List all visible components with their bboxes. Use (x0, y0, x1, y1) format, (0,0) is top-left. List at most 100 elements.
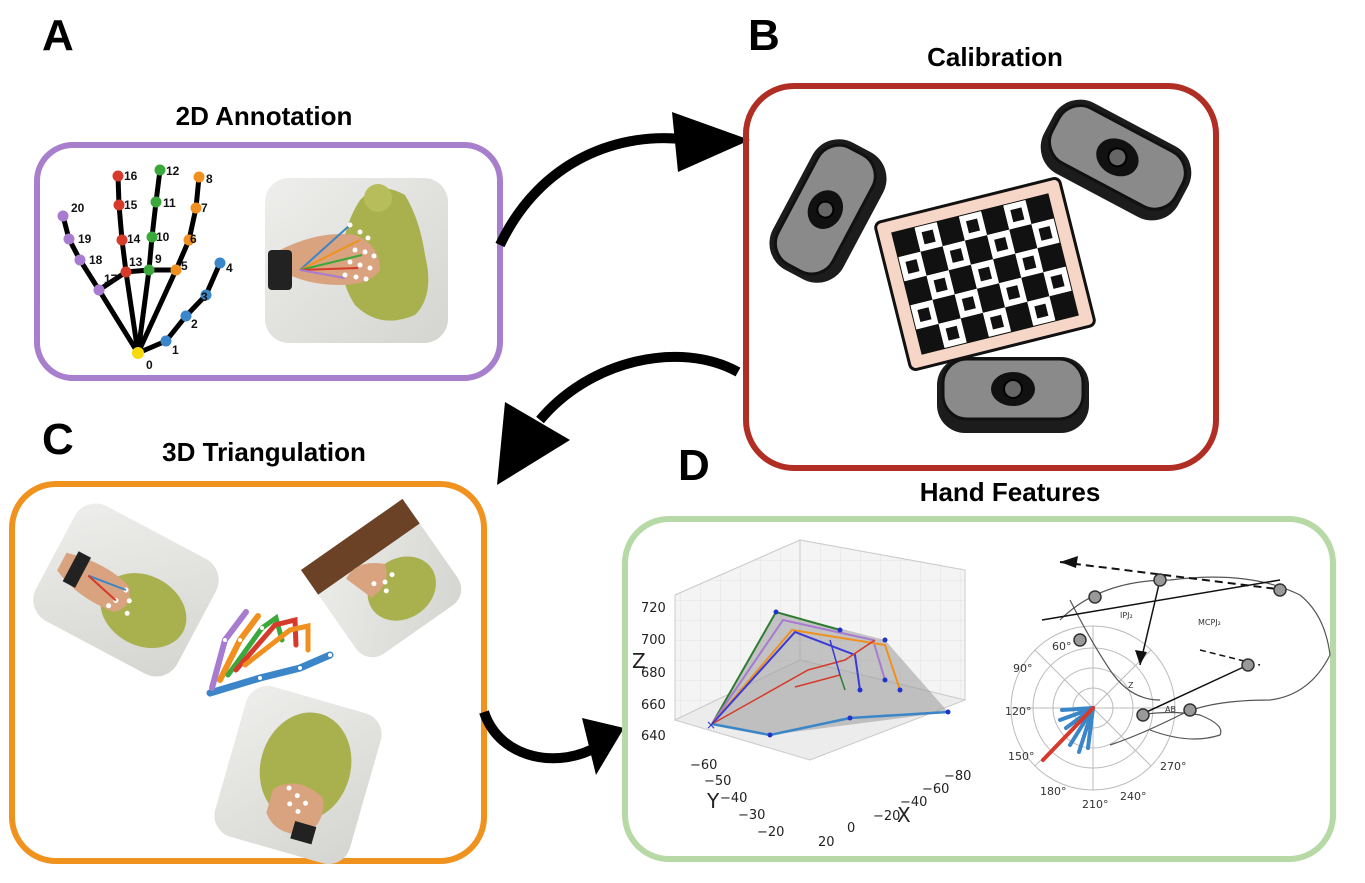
keypoint-label-1: 1 (172, 343, 179, 357)
panel-c-letter: C (42, 415, 74, 464)
z-tick-660: 660 (641, 698, 666, 713)
keypoint-label-2: 2 (191, 317, 198, 331)
board-checker-cells (892, 194, 1078, 354)
flow-arrowhead-c-to-d (582, 718, 624, 775)
hand-3d-plot: × 720 700 680 660 640 Z −60 −50 −40 −30 … (632, 539, 971, 850)
keypoint-label-0: 0 (146, 358, 153, 372)
keypoint-4 (214, 257, 226, 269)
polar-label-150: 150° (1008, 750, 1035, 763)
camera-bottom (937, 357, 1089, 433)
aruco-marker (905, 259, 920, 274)
x-tick-0: 0 (847, 821, 855, 836)
keypoint-label-15: 15 (124, 198, 138, 212)
panel-b-frame (743, 83, 1219, 471)
aruco-marker (933, 277, 948, 293)
board-cell (936, 216, 965, 247)
keypoint-20 (57, 210, 69, 222)
x-tick-20: 20 (818, 835, 835, 850)
hand-skeleton: 0 1 2 3 4 5 6 7 8 9 10 11 12 13 14 15 16… (57, 164, 233, 372)
keypoint-8 (193, 171, 205, 183)
polar-label-60: 60° (1052, 640, 1072, 653)
flow-arrow-c-to-d (479, 710, 603, 764)
aruco-marker (1022, 255, 1037, 271)
keypoint-label-19: 19 (78, 232, 92, 246)
board-cell (920, 246, 949, 276)
triangulated-3d-hand (206, 609, 334, 697)
flow-arrowhead-a-to-b (672, 112, 750, 172)
panel-d-title: Hand Features (920, 477, 1101, 507)
polar-label-120: 120° (1005, 705, 1032, 718)
z-tick-640: 640 (641, 729, 666, 744)
keypoint-11 (150, 196, 162, 208)
aruco-marker (949, 248, 964, 263)
keypoint-1 (160, 335, 172, 347)
board-cell (976, 283, 1006, 313)
aruco-marker (994, 237, 1009, 252)
keypoint-label-18: 18 (89, 253, 103, 267)
keypoint-label-4: 4 (226, 261, 233, 275)
aruco-marker (917, 307, 932, 323)
flow-arrow-a-to-b (495, 133, 691, 248)
polar-label-270: 270° (1160, 760, 1187, 773)
panel-b-title: Calibration (927, 42, 1063, 72)
panel-d-frame (622, 516, 1336, 862)
keypoint-label-11: 11 (163, 196, 176, 210)
z-axis-label: Z (632, 649, 646, 673)
keypoint-label-6: 6 (190, 232, 197, 246)
z-tick-680: 680 (641, 666, 666, 681)
board-cell (1025, 194, 1054, 225)
aruco-marker (945, 325, 960, 341)
flow-arrowhead-b-to-c (497, 402, 570, 485)
panel-a-title: 2D Annotation (176, 101, 353, 131)
polar-label-180: 180° (1040, 785, 1067, 798)
x-tick-minus20: −20 (873, 809, 900, 824)
keypoint-18 (74, 254, 86, 266)
keypoint-6 (183, 234, 195, 246)
sketch-label-ab: AB (1165, 705, 1176, 714)
aruco-marker (961, 296, 976, 311)
y-tick-minus40: −40 (720, 791, 747, 806)
hand-joint-sketch: IPJ₂ MCPJ₂ AB Z (1041, 556, 1331, 746)
sketch-label-ipj: IPJ₂ (1120, 611, 1133, 620)
keypoint-label-12: 12 (166, 164, 180, 178)
sketch-label-z: Z (1128, 681, 1134, 690)
z-tick-720: 720 (641, 601, 666, 616)
board-cell (932, 294, 961, 324)
triangulation-photo-top-right (300, 498, 462, 658)
aruco-marker (1006, 285, 1021, 300)
keypoint-label-5: 5 (181, 259, 188, 273)
aruco-marker (1010, 207, 1025, 223)
keypoint-label-17: 17 (104, 272, 118, 286)
board-cell (1037, 242, 1066, 273)
keypoint-14 (116, 234, 128, 246)
board-cell (1049, 290, 1078, 321)
keypoint-5 (170, 264, 182, 276)
keypoint-0 (132, 347, 144, 359)
board-cell (916, 323, 945, 354)
keypoint-19 (63, 233, 75, 245)
keypoint-label-8: 8 (206, 172, 213, 186)
aruco-marker (965, 218, 981, 234)
camera-right (1040, 99, 1192, 221)
keypoint-10 (146, 231, 158, 243)
keypoint-label-16: 16 (124, 169, 138, 183)
keypoint-label-13: 13 (129, 255, 143, 269)
keypoint-17 (93, 284, 105, 296)
y-tick-minus60: −60 (690, 758, 717, 773)
svg-text:×: × (706, 718, 716, 732)
keypoint-label-20: 20 (71, 201, 85, 215)
keypoint-label-10: 10 (156, 230, 170, 244)
polar-label-90: 90° (1013, 662, 1033, 675)
panel-c-title: 3D Triangulation (162, 437, 366, 467)
keypoint-label-14: 14 (127, 232, 141, 246)
panel-a-frame (34, 142, 503, 381)
keypoint-12 (154, 164, 166, 176)
board-cell (960, 312, 989, 343)
board-cell (1021, 272, 1050, 302)
aruco-marker (1034, 303, 1049, 319)
keypoint-3 (200, 289, 212, 301)
panel-b-letter: B (748, 11, 780, 60)
panel-a-letter: A (42, 11, 74, 60)
camera-left (769, 139, 887, 283)
